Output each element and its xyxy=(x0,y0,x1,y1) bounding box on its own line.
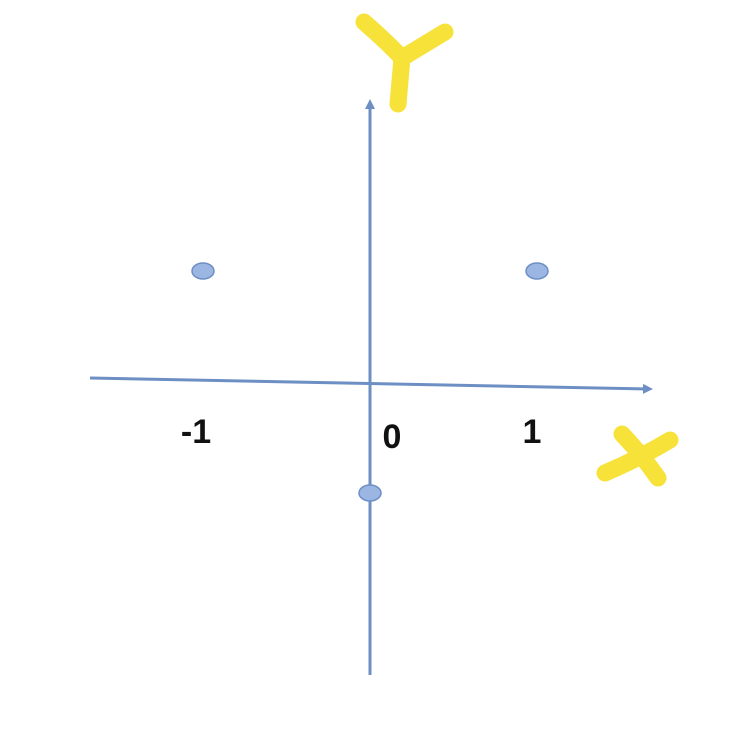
data-point-2 xyxy=(525,262,549,280)
data-point-1 xyxy=(191,262,215,280)
data-points-group xyxy=(191,262,549,502)
x-tick-label-1: 1 xyxy=(523,413,542,451)
tick-labels-group: -1 0 1 xyxy=(181,413,542,456)
x-tick-label-neg1: -1 xyxy=(181,413,211,451)
y-axis-label-handwritten xyxy=(355,13,454,113)
axes-group xyxy=(89,99,653,675)
data-point-3 xyxy=(358,484,382,502)
x-axis-label-handwritten xyxy=(596,425,679,487)
x-tick-label-0: 0 xyxy=(383,418,402,456)
